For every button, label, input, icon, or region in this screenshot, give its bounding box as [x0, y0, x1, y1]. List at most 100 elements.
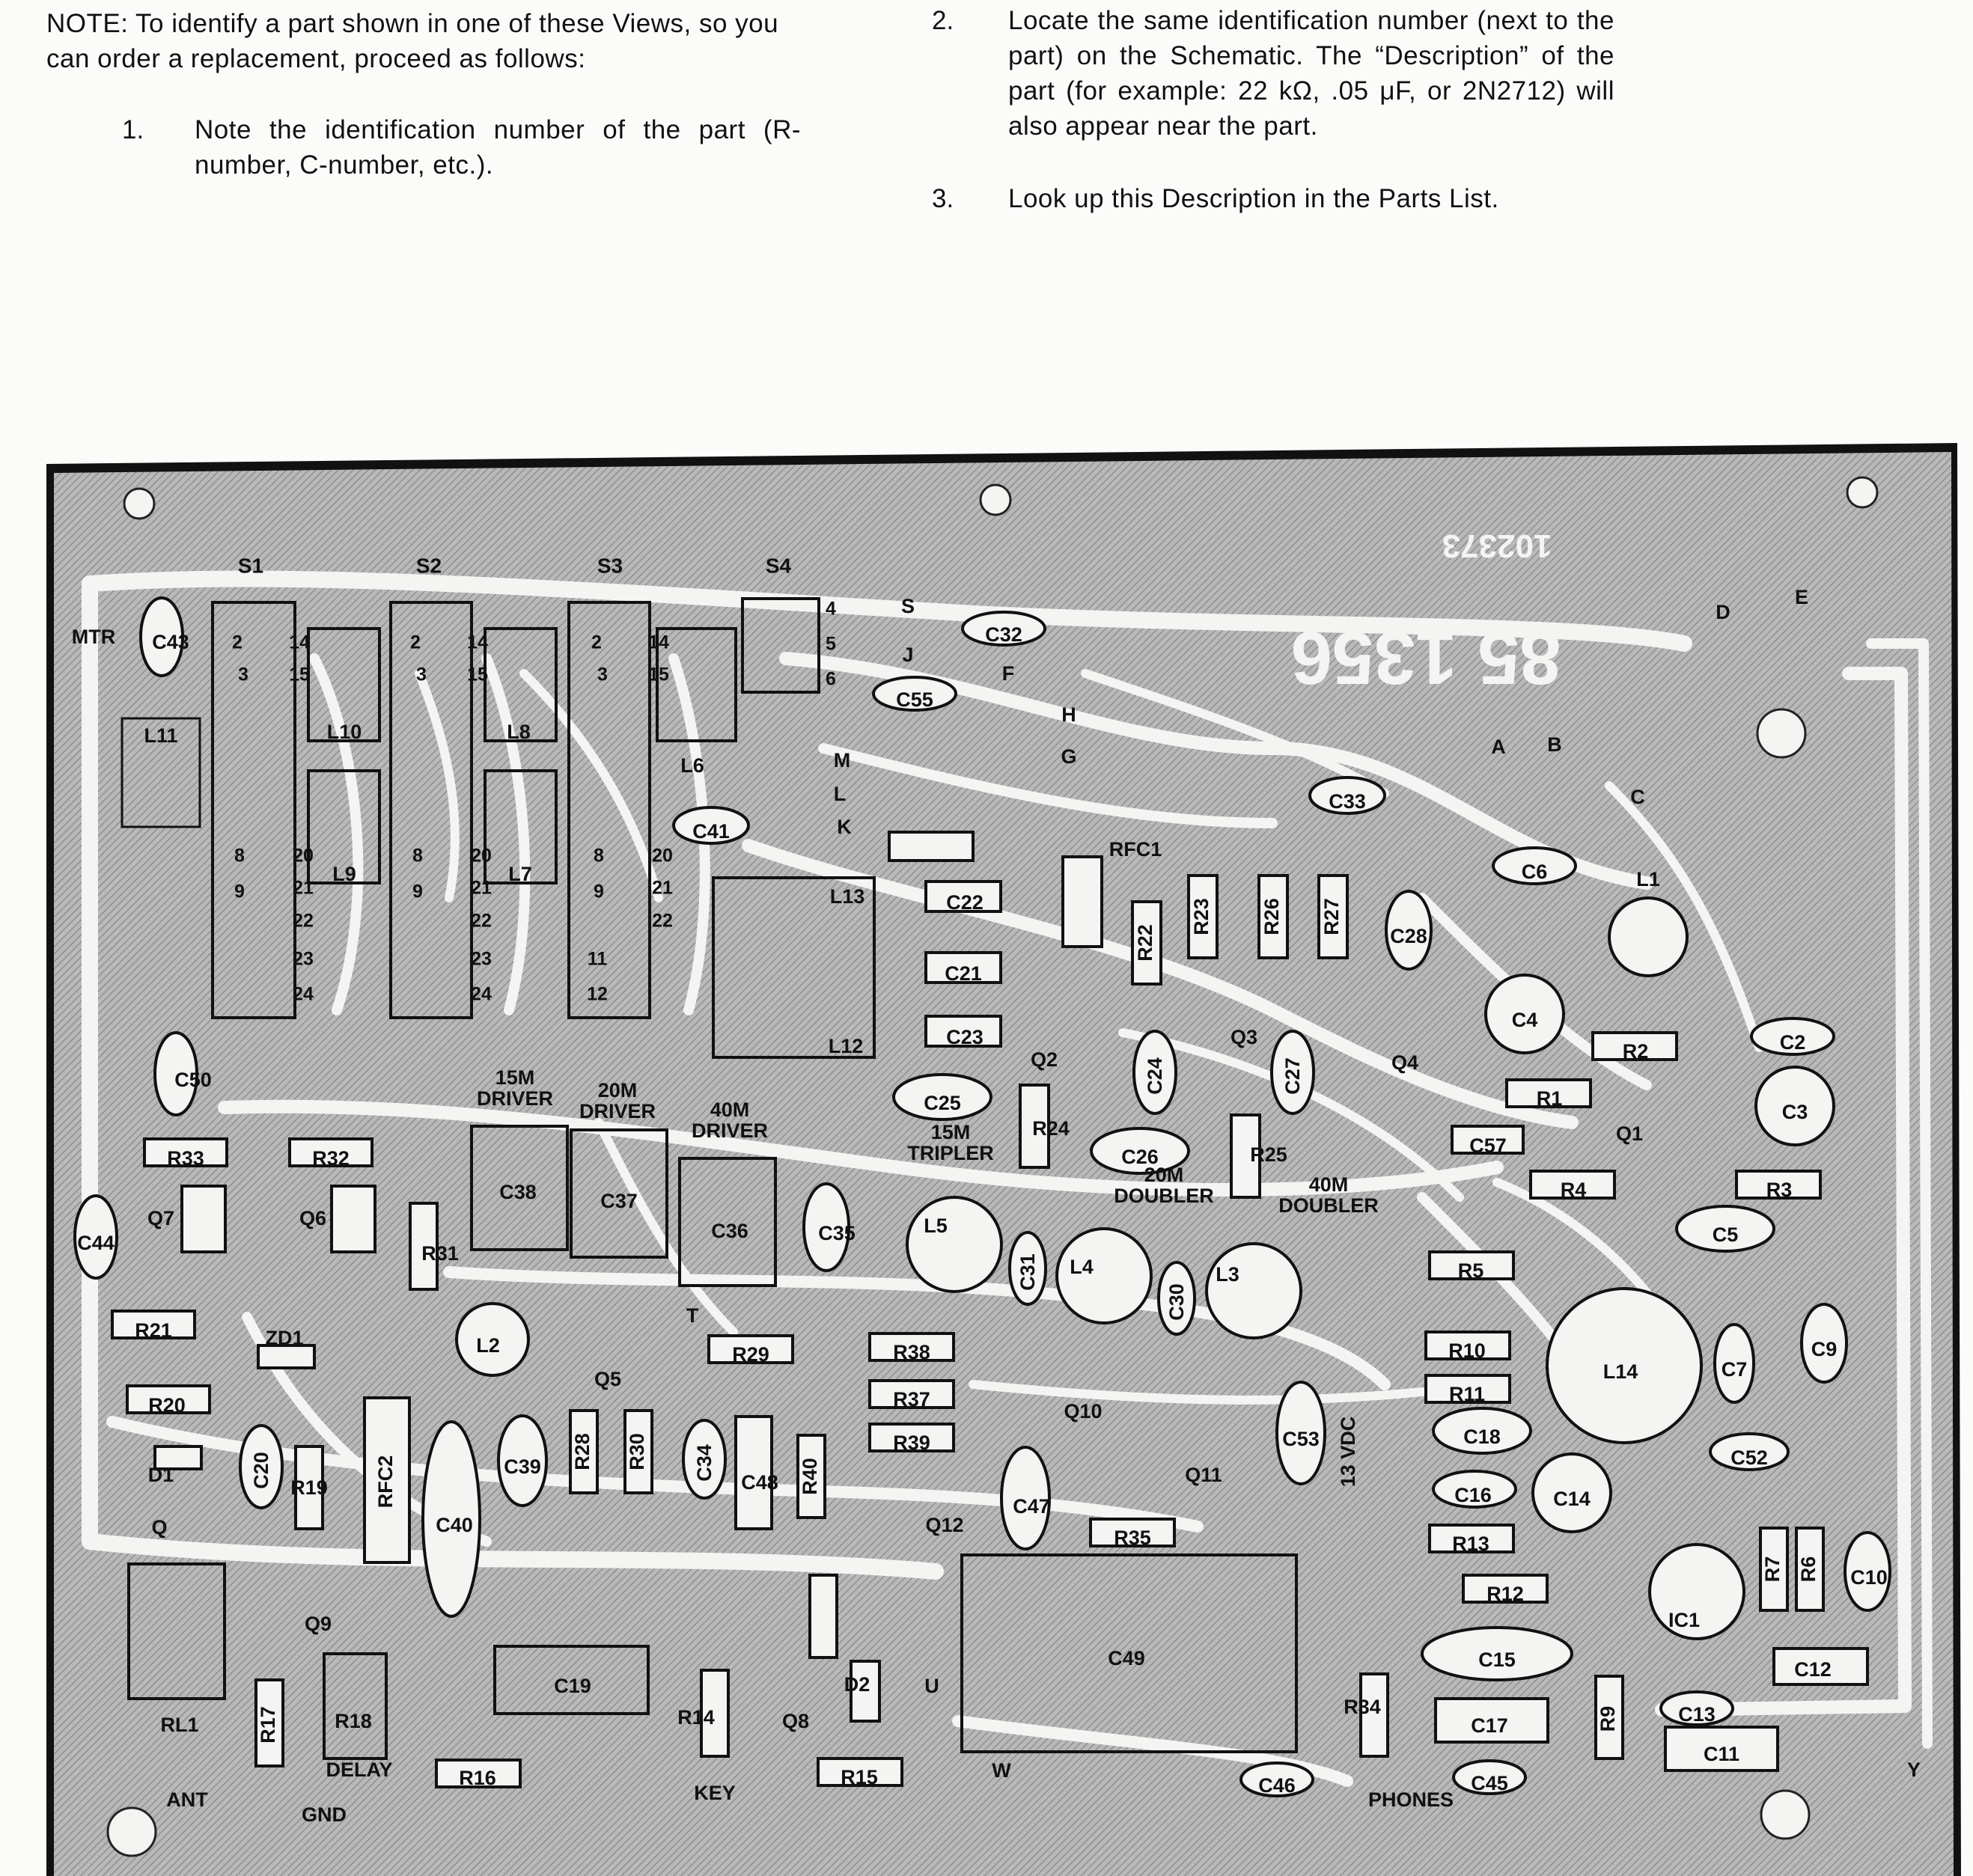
switch-pin-24: 24	[471, 984, 492, 1005]
part-label-r34: R34	[1344, 1696, 1381, 1718]
inductor-l13-l12	[712, 876, 876, 1059]
ic-ic1	[1648, 1543, 1745, 1640]
part-label-c15: C15	[1478, 1649, 1516, 1671]
capacitor-c23	[924, 1015, 1002, 1048]
switch-pin-23: 23	[293, 949, 314, 970]
resistor-r39	[868, 1423, 955, 1452]
switch-pin-3: 3	[238, 664, 248, 685]
part-label-l4: L4	[1070, 1256, 1094, 1278]
mounting-hole	[1756, 708, 1807, 759]
resistor-r7	[1759, 1527, 1789, 1612]
part-label-r40: R40	[799, 1458, 821, 1495]
connection-label-d: D	[1716, 601, 1730, 623]
stage-label-line2: DRIVER	[477, 1087, 553, 1110]
part-label-q11: Q11	[1185, 1464, 1222, 1486]
switch-label-s4: S4	[766, 554, 792, 577]
step-1-number: 1.	[122, 115, 144, 144]
part-label-q6: Q6	[299, 1207, 326, 1229]
resistor-r6	[1795, 1527, 1825, 1612]
part-label-c18: C18	[1463, 1426, 1501, 1448]
capacitor-c37	[570, 1128, 668, 1259]
step-3-number: 3.	[932, 184, 954, 213]
resistor-r30	[623, 1409, 653, 1494]
capacitor-c24	[1132, 1030, 1177, 1115]
resistor-r1	[1505, 1078, 1592, 1108]
switch-decks	[121, 597, 1298, 1760]
switch-pin-14: 14	[467, 632, 488, 653]
part-label-r27: R27	[1320, 898, 1343, 935]
part-label-r35: R35	[1114, 1527, 1151, 1549]
connection-label-phones: PHONES	[1368, 1788, 1454, 1811]
switch-deck-s1	[211, 601, 296, 1019]
capacitor-c35	[802, 1182, 850, 1272]
part-label-r24: R24	[1032, 1117, 1070, 1140]
capacitor-c4	[1484, 974, 1565, 1054]
part-label-r21: R21	[135, 1319, 172, 1342]
capacitor-c31	[1008, 1231, 1047, 1306]
switch-pin-4: 4	[826, 599, 836, 620]
part-label-l9: L9	[332, 863, 356, 885]
capacitor-c17	[1434, 1697, 1549, 1744]
part-label-c50: C50	[174, 1069, 212, 1091]
part-label-c31: C31	[1016, 1253, 1039, 1291]
part-label-l14: L14	[1603, 1360, 1638, 1383]
connection-label-s: S	[901, 595, 915, 617]
capacitor-c46	[1239, 1762, 1314, 1797]
capacitor-c34	[682, 1419, 727, 1500]
step-3-text: Look up this Description in the Parts Li…	[1008, 184, 1499, 213]
diode-d2	[850, 1660, 881, 1723]
switch-pin-15: 15	[648, 664, 669, 685]
switch-label-s3: S3	[597, 554, 623, 577]
switch-pin-2: 2	[591, 632, 602, 653]
part-label-c43: C43	[152, 631, 189, 653]
switch-pin-20: 20	[293, 846, 314, 867]
resistor-r24	[1019, 1084, 1050, 1169]
part-label-c3: C3	[1782, 1101, 1808, 1123]
stage-label-line2: DOUBLER	[1114, 1185, 1214, 1207]
part-label-c14: C14	[1553, 1488, 1591, 1510]
switch-pin-9: 9	[412, 882, 423, 902]
part-label-r11: R11	[1449, 1383, 1485, 1405]
mounting-holes	[106, 476, 1879, 1857]
capacitor-c48	[734, 1415, 773, 1530]
capacitor-c16	[1432, 1470, 1517, 1509]
part-label-r10: R10	[1448, 1339, 1486, 1362]
part-label-c12: C12	[1794, 1658, 1832, 1681]
connection-label-j: J	[902, 644, 913, 666]
switch-pin-14: 14	[289, 632, 310, 653]
switch-deck-s3	[567, 601, 651, 1019]
part-label-c28: C28	[1390, 925, 1427, 947]
coil-l1	[1608, 896, 1689, 977]
part-label-c24: C24	[1144, 1057, 1166, 1095]
inductor-l9	[307, 769, 381, 884]
resistor-r32	[288, 1137, 373, 1167]
part-label-r19: R19	[290, 1476, 328, 1499]
resistor-r36	[808, 1574, 838, 1659]
part-label-rl1: RL1	[160, 1714, 198, 1736]
capacitor-c14	[1531, 1452, 1612, 1533]
part-label-c11: C11	[1704, 1743, 1739, 1765]
resistor-r15	[817, 1757, 903, 1787]
connection-label-l: L	[834, 783, 847, 805]
connection-label-13-vdc: 13 VDC	[1337, 1417, 1359, 1488]
part-label-r4: R4	[1561, 1179, 1587, 1201]
part-label-c9: C9	[1811, 1338, 1838, 1360]
part-label-r9: R9	[1597, 1706, 1619, 1732]
resistor-r12	[1462, 1574, 1549, 1604]
capacitor-c13	[1659, 1690, 1734, 1726]
capacitor-c7	[1713, 1323, 1755, 1404]
part-label-c52: C52	[1730, 1446, 1768, 1469]
capacitor-c38	[470, 1125, 569, 1251]
resistor-r27	[1317, 874, 1349, 959]
capacitor-c36	[678, 1157, 777, 1287]
inductor-l6	[656, 627, 737, 742]
capacitor-c32	[961, 611, 1046, 647]
switch-pin-6: 6	[826, 669, 836, 690]
stage-label-line1: 15M	[931, 1121, 971, 1143]
switch-deck-s2	[389, 601, 473, 1019]
part-label-c39: C39	[504, 1455, 541, 1478]
coil-l4	[1055, 1227, 1153, 1324]
part-label-l12: L12	[829, 1035, 864, 1057]
capacitor-c47	[1000, 1446, 1051, 1550]
board-number: 85 1356	[1290, 616, 1561, 700]
